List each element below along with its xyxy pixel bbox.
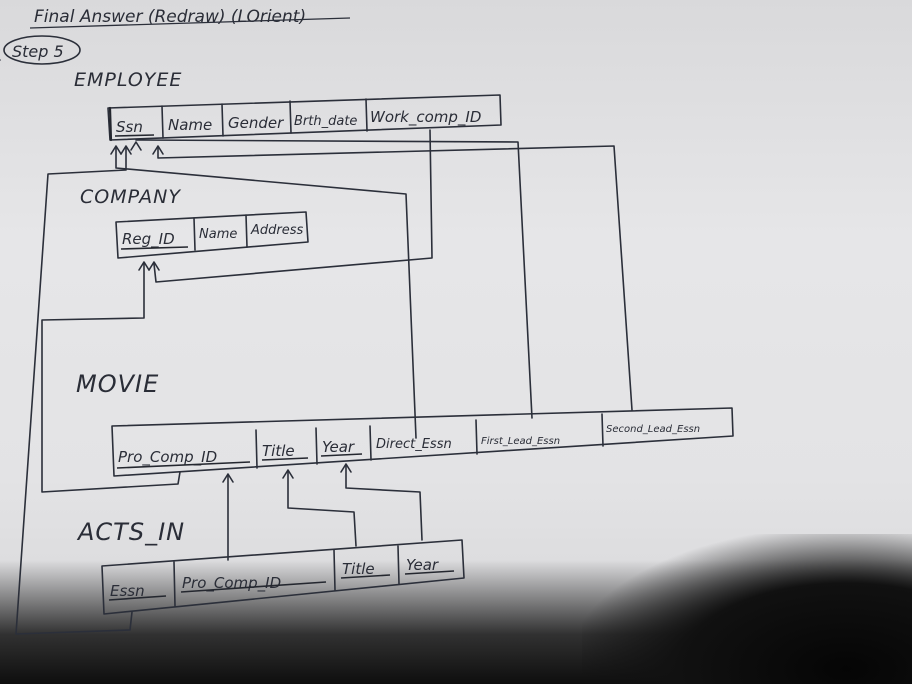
step-label: Step 5 xyxy=(12,42,64,61)
movie-field-year: Year xyxy=(322,438,355,456)
acts-in-field-year: Year xyxy=(406,556,439,574)
company-field-name: Name xyxy=(199,227,237,242)
movie-field-title: Title xyxy=(262,442,295,460)
movie-table: Pro_Comp_ID Title Year Direct_Essn First… xyxy=(111,407,734,477)
employee-title: EMPLOYEE xyxy=(74,69,182,91)
relationship-arrows xyxy=(15,129,633,635)
acts-in-table: Essn Pro_Comp_ID Title Year xyxy=(101,539,465,615)
dark-corner xyxy=(582,534,912,684)
employee-field-name: Name xyxy=(168,116,212,134)
company-field-reg-id: Reg_ID xyxy=(122,230,175,249)
acts-in-field-title: Title xyxy=(342,560,375,578)
company-table: Reg_ID Name Address xyxy=(115,211,309,259)
employee-field-work-comp-id: Work_comp_ID xyxy=(370,108,481,127)
employee-field-gender: Gender xyxy=(228,114,284,132)
employee-field-ssn: Ssn xyxy=(116,118,143,136)
step-oval xyxy=(3,35,81,65)
acts-in-title: ACTS_IN xyxy=(76,518,185,546)
company-title: COMPANY xyxy=(80,186,181,208)
employee-field-birth-date: Brth_date xyxy=(294,114,357,129)
acts-in-field-pro-comp-id: Pro_Comp_ID xyxy=(182,574,281,593)
acts-in-field-essn: Essn xyxy=(110,582,145,600)
movie-field-pro-comp-id: Pro_Comp_ID xyxy=(118,448,217,467)
movie-field-first-lead-essn: First_Lead_Essn xyxy=(481,436,560,447)
employee-table: Ssn Name Gender Brth_date Work_comp_ID xyxy=(107,94,502,142)
company-field-address: Address xyxy=(250,223,304,238)
header-strike xyxy=(29,17,351,29)
movie-field-second-lead-essn: Second_Lead_Essn xyxy=(606,424,700,435)
movie-field-direct-essn: Direct_Essn xyxy=(376,437,452,452)
movie-title: MOVIE xyxy=(76,370,159,398)
